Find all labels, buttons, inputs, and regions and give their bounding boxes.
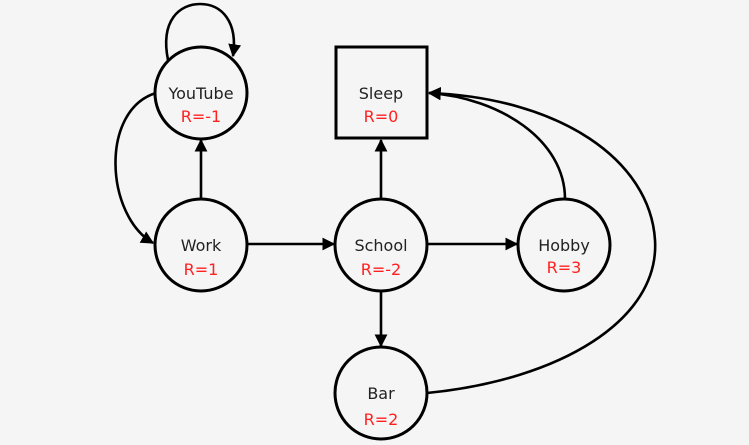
node-hobby[interactable]: Hobby R=3 <box>516 197 612 293</box>
node-bar[interactable]: Bar R=2 <box>333 345 429 441</box>
node-bar-shape <box>333 345 429 441</box>
node-work-reward: R=1 <box>184 260 219 279</box>
node-youtube-label: YouTube <box>167 84 233 103</box>
node-hobby-shape <box>516 197 612 293</box>
node-work-shape <box>153 197 249 293</box>
node-sleep-reward: R=0 <box>364 107 399 126</box>
node-sleep-label: Sleep <box>359 84 403 103</box>
node-school-shape <box>333 197 429 293</box>
edge-hobby-sleep <box>427 87 567 200</box>
node-sleep[interactable]: Sleep R=0 <box>334 45 429 140</box>
edge-youtube-work <box>114 91 157 245</box>
node-hobby-reward: R=3 <box>547 258 582 277</box>
node-work-label: Work <box>181 236 222 255</box>
edge-youtube-youtube <box>165 2 242 61</box>
edge-bar-sleep <box>426 86 657 395</box>
node-school[interactable]: School R=-2 <box>333 197 429 293</box>
node-bar-label: Bar <box>367 384 395 403</box>
node-hobby-label: Hobby <box>538 236 590 255</box>
edges <box>114 2 657 395</box>
node-youtube-reward: R=-1 <box>181 107 221 126</box>
node-work[interactable]: Work R=1 <box>153 197 249 293</box>
node-youtube-shape <box>153 45 249 141</box>
node-school-reward: R=-2 <box>361 260 401 279</box>
node-school-label: School <box>354 236 407 255</box>
node-bar-reward: R=2 <box>364 410 399 429</box>
node-youtube[interactable]: YouTube R=-1 <box>153 45 249 141</box>
node-sleep-shape <box>334 45 429 140</box>
